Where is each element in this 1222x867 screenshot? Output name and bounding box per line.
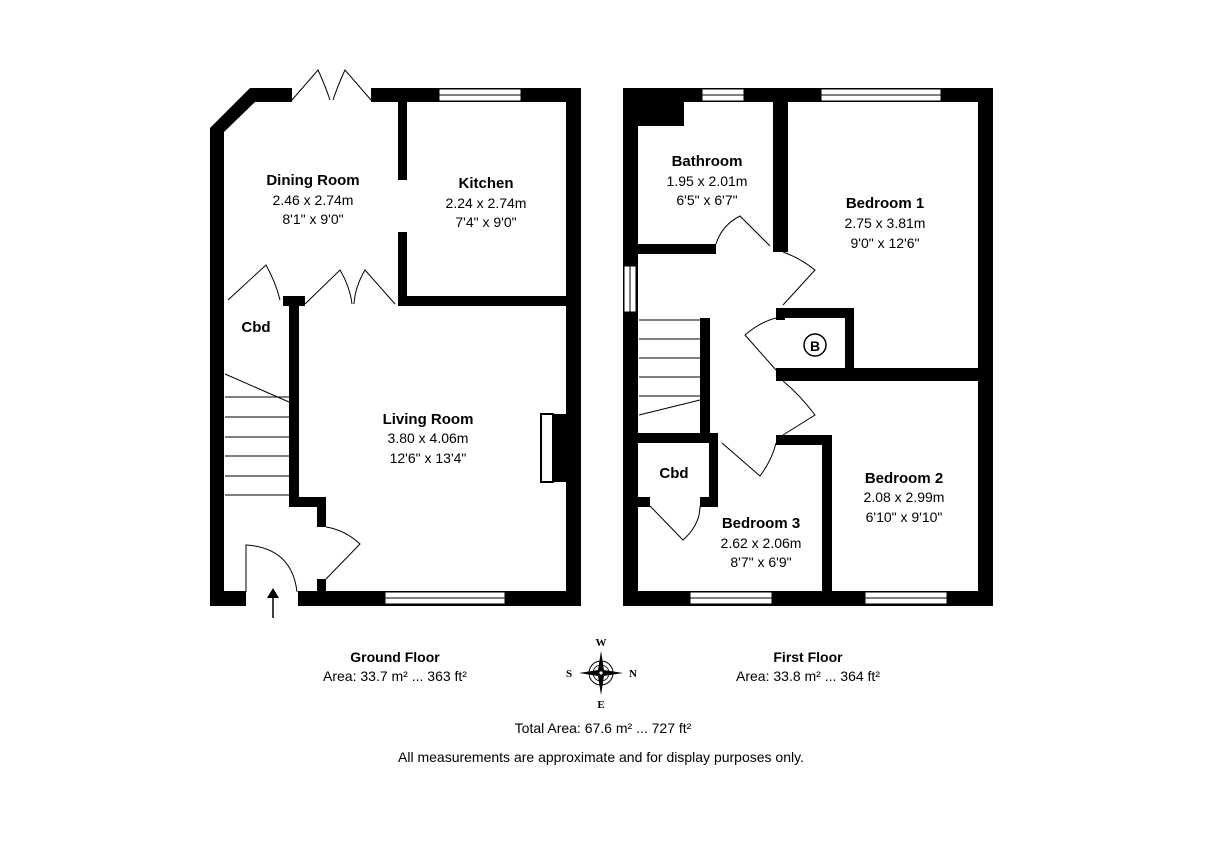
- living-room-name: Living Room: [383, 411, 474, 428]
- bedroom3-metric: 2.62 x 2.06m: [721, 535, 802, 551]
- fireplace-hearth: [540, 413, 554, 483]
- bedroom1-bedroom2-wall: [776, 368, 978, 381]
- bathroom-corner-block: [638, 102, 684, 126]
- boiler-cupboard-left-stub: [776, 308, 785, 320]
- compass-s-label: S: [566, 668, 572, 680]
- first-floor-title: First Floor: [773, 649, 843, 665]
- first-staircase: [638, 319, 701, 416]
- dining-room-imperial: 8'1" x 9'0": [282, 211, 343, 227]
- bathroom-metric: 1.95 x 2.01m: [667, 173, 748, 189]
- hall-wall: [289, 497, 326, 507]
- ground-right-wall: [566, 88, 581, 606]
- ground-left-wall: [210, 300, 224, 606]
- boiler-label: B: [810, 338, 820, 354]
- living-room-metric: 3.80 x 4.06m: [388, 430, 469, 446]
- dining-room-top-wall: [210, 88, 292, 300]
- compass-e-label: E: [597, 699, 604, 711]
- dining-room-metric: 2.46 x 2.74m: [273, 192, 354, 208]
- boiler-cupboard-right: [845, 308, 854, 376]
- bathroom-imperial: 6'5" x 6'7": [676, 192, 737, 208]
- bedroom3-name: Bedroom 3: [722, 515, 800, 532]
- ground-floor-title: Ground Floor: [350, 649, 440, 665]
- first-right-wall: [978, 88, 993, 606]
- ground-staircase: [224, 373, 290, 496]
- cbd-bottom-stub: [638, 497, 650, 507]
- stair-bottom-wall: [638, 433, 718, 443]
- first-floor-plan: B Bathroom 1.95 x 2.01m 6'5" x 6'7" Bedr…: [623, 88, 993, 606]
- boiler-cupboard-top: [779, 308, 854, 318]
- stair-right-wall: [700, 318, 710, 436]
- bedroom3-imperial: 8'7" x 6'9": [730, 554, 791, 570]
- bedroom3-top-wall: [776, 435, 832, 445]
- ground-floor-area: Area: 33.7 m² ... 363 ft²: [323, 668, 467, 684]
- ground-floor-plan: Dining Room 2.46 x 2.74m 8'1" x 9'0" Kit…: [210, 69, 581, 618]
- living-room-imperial: 12'6" x 13'4": [390, 450, 467, 466]
- stair-living-wall: [289, 296, 299, 506]
- bedroom1-name: Bedroom 1: [846, 195, 924, 212]
- first-doors: [649, 215, 816, 541]
- kitchen-imperial: 7'4" x 9'0": [455, 214, 516, 230]
- kitchen-name: Kitchen: [458, 175, 513, 192]
- hall-wall-stub: [317, 497, 326, 527]
- bedroom1-left-wall-upper: [779, 102, 788, 252]
- compass-w-label: W: [596, 637, 607, 649]
- bedroom2-imperial: 6'10" x 9'10": [866, 509, 943, 525]
- bedroom2-metric: 2.08 x 2.99m: [864, 489, 945, 505]
- dining-room-name: Dining Room: [266, 172, 359, 189]
- first-cbd-name: Cbd: [659, 465, 688, 482]
- bedroom2-bedroom3-wall: [822, 435, 832, 593]
- ground-bottom-left-wall: [210, 591, 246, 606]
- bedroom1-imperial: 9'0" x 12'6": [851, 235, 920, 251]
- bedroom1-metric: 2.75 x 3.81m: [845, 215, 926, 231]
- entrance-arrow-icon: [267, 588, 279, 618]
- first-floor-area: Area: 33.8 m² ... 364 ft²: [736, 668, 880, 684]
- first-left-wall: [623, 88, 638, 606]
- living-door-stub: [317, 579, 326, 593]
- dining-kitchen-wall-upper: [398, 102, 407, 180]
- bathroom-right-wall-upper: [773, 102, 783, 252]
- boiler-icon: [803, 333, 827, 357]
- bathroom-name: Bathroom: [672, 153, 743, 170]
- cbd-right-wall: [709, 433, 718, 503]
- compass-n-label: N: [629, 668, 637, 680]
- ground-doors: [227, 69, 396, 593]
- compass-rose-icon: [579, 651, 623, 695]
- dining-kitchen-wall-lower: [398, 232, 407, 305]
- kitchen-living-wall: [398, 296, 568, 306]
- disclaimer: All measurements are approximate and for…: [398, 749, 804, 765]
- bedroom2-name: Bedroom 2: [865, 470, 943, 487]
- kitchen-metric: 2.24 x 2.74m: [446, 195, 527, 211]
- cbd-bottom-stub-right: [700, 497, 718, 507]
- bathroom-bottom-wall: [638, 244, 716, 254]
- ground-cbd-name: Cbd: [241, 319, 270, 336]
- total-area: Total Area: 67.6 m² ... 727 ft²: [515, 720, 692, 736]
- chimney-breast: [552, 414, 568, 482]
